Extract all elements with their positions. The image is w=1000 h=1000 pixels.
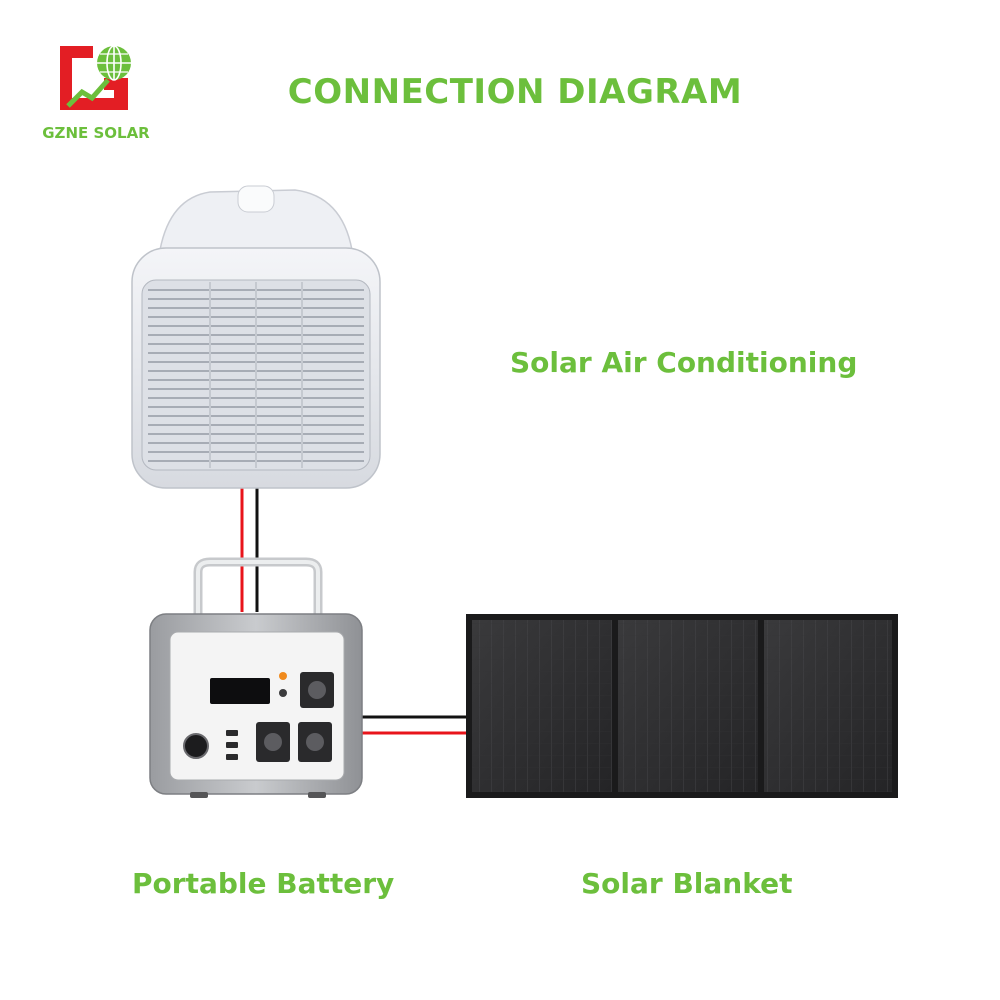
power-indicator-icon [279,672,287,680]
wire-ac-to-battery [242,485,257,612]
page-title: CONNECTION DIAGRAM [250,72,780,112]
dc-car-port-icon [184,734,208,758]
battery-lcd-screen [210,678,270,704]
gzne-logo [60,46,131,110]
power-button-icon [279,689,287,697]
ac-top-button [238,186,274,212]
usb-ports [226,730,238,760]
wire-battery-to-blanket [360,717,466,733]
brand-name: GZNE SOLAR [40,124,152,142]
label-portable-battery: Portable Battery [132,867,394,900]
solar-blanket-unit [466,614,898,798]
label-air-conditioning: Solar Air Conditioning [510,346,857,379]
air-conditioner-unit [132,186,380,488]
globe-icon [97,46,131,80]
label-solar-blanket: Solar Blanket [581,867,792,900]
